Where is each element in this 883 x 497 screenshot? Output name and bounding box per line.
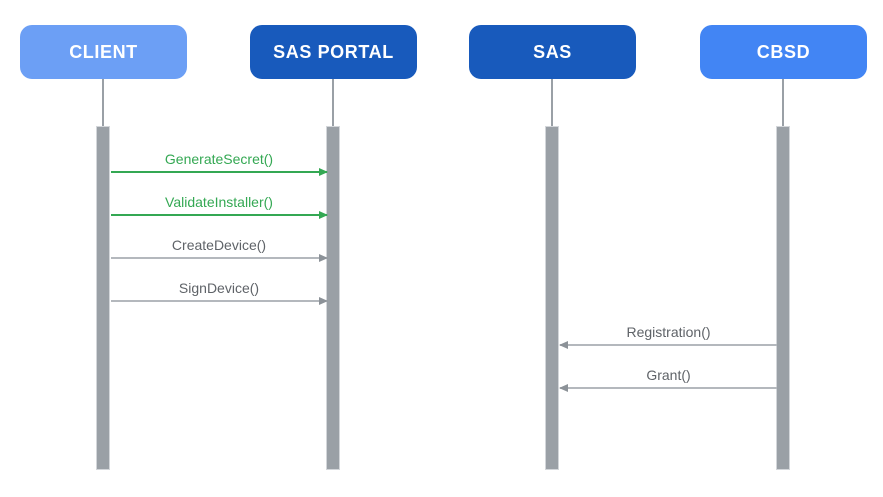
lifeline-sas — [551, 79, 553, 127]
message-grant: Grant() — [559, 366, 777, 392]
message-label: CreateDevice() — [171, 237, 267, 253]
participant-label-sas-portal: SAS PORTAL — [273, 41, 394, 62]
arrow-head-right-icon — [319, 211, 328, 219]
activation-bar-sas — [545, 126, 559, 470]
message-create-device: CreateDevice() — [111, 236, 328, 262]
message-label: SignDevice() — [178, 280, 260, 296]
message-arrow — [559, 384, 777, 392]
arrow-head-right-icon — [319, 254, 328, 262]
message-generate-secret: GenerateSecret() — [111, 150, 328, 176]
participant-label-client: CLIENT — [69, 41, 138, 62]
message-arrow — [559, 341, 777, 349]
arrow-head-right-icon — [319, 297, 328, 305]
message-label: Registration() — [626, 324, 711, 340]
activation-bar-cbsd — [776, 126, 790, 470]
message-sign-device: SignDevice() — [111, 279, 328, 305]
participant-box-sas: SAS — [469, 25, 636, 79]
message-registration: Registration() — [559, 323, 777, 349]
message-label: ValidateInstaller() — [165, 194, 273, 210]
message-arrow — [111, 297, 328, 305]
message-arrow — [111, 254, 328, 262]
message-label: Grant() — [646, 367, 691, 383]
message-arrow — [111, 168, 328, 176]
message-label: GenerateSecret() — [164, 151, 274, 167]
message-validate-installer: ValidateInstaller() — [111, 193, 328, 219]
arrow-head-left-icon — [559, 384, 568, 392]
lifeline-client — [102, 79, 104, 127]
arrow-head-right-icon — [319, 168, 328, 176]
participant-label-sas: SAS — [533, 41, 572, 62]
arrow-head-left-icon — [559, 341, 568, 349]
lifeline-sas-portal — [332, 79, 334, 127]
participant-box-cbsd: CBSD — [700, 25, 867, 79]
activation-bar-client — [96, 126, 110, 470]
participant-box-sas-portal: SAS PORTAL — [250, 25, 417, 79]
lifeline-cbsd — [782, 79, 784, 127]
participant-box-client: CLIENT — [20, 25, 187, 79]
activation-bar-sas-portal — [326, 126, 340, 470]
participant-label-cbsd: CBSD — [756, 41, 811, 62]
message-arrow — [111, 211, 328, 219]
